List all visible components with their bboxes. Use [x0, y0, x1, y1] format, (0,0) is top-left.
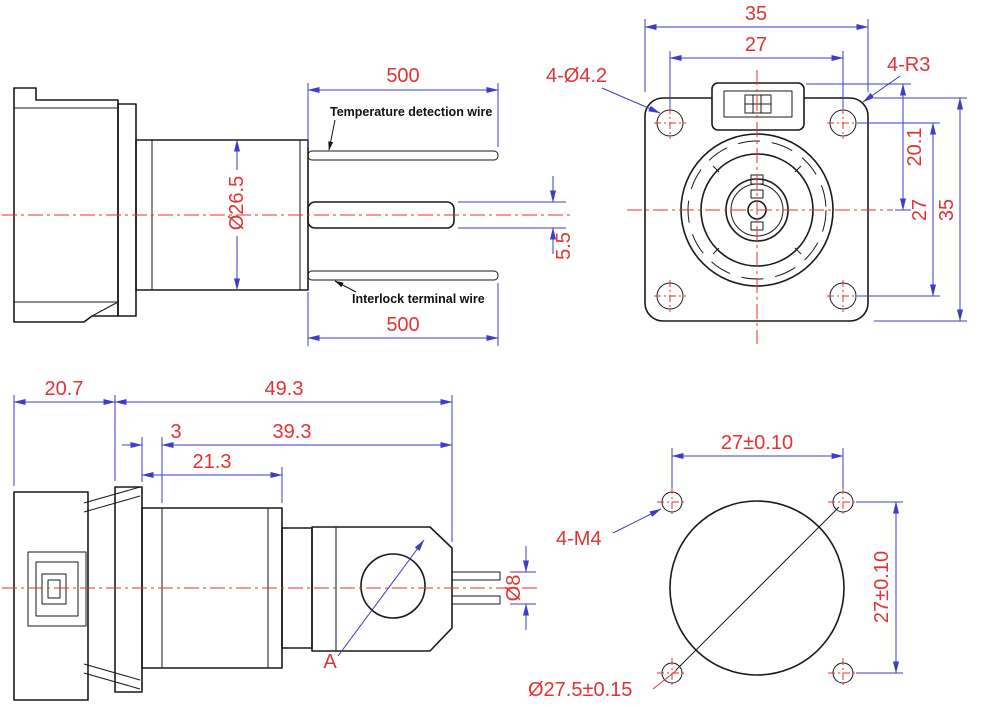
section-label-text: A	[323, 651, 337, 673]
dim-barrel-length: 39.3	[161, 421, 453, 448]
dim-text: 500	[386, 314, 419, 336]
dim-text: Ø8	[503, 575, 525, 602]
dim-text: 27±0.10	[721, 432, 793, 454]
dim-text: 49.3	[265, 378, 304, 400]
dim-wire-length-top: 500	[307, 65, 499, 147]
flange-side	[117, 103, 137, 317]
dim-text: 39.3	[273, 421, 312, 443]
label-text: Interlock terminal wire	[352, 292, 485, 306]
view-side-bottom: 20.7 49.3 3 39.3 21.3 Ø8	[2, 378, 540, 701]
housing-outline	[13, 491, 89, 701]
dim-text: 500	[386, 65, 419, 87]
dim-text: 35	[936, 199, 958, 221]
wire	[451, 595, 501, 605]
terminal-cavity	[27, 551, 87, 627]
dim-hole-spacing-vertical: 27	[857, 122, 940, 297]
dim-wire-diameter: Ø8	[503, 546, 536, 630]
dim-flange-width: 35	[644, 3, 869, 92]
interlock-wire	[307, 270, 499, 281]
dim-text: 21.3	[193, 451, 232, 473]
dim-hole-spacing-horizontal: 27	[669, 34, 844, 108]
dim-latch-to-center: 20.1	[806, 83, 926, 211]
dim-text: 27	[909, 199, 931, 221]
clamp-hole	[360, 553, 426, 619]
dim-wire-length-bottom: 500	[307, 283, 499, 346]
view-front: 35 27 4-Ø4.2 4-R3 20.1 27	[546, 3, 967, 344]
label-temperature-wire: Temperature detection wire	[328, 105, 492, 151]
view-side-top: 500 Ø26.5 5.5 500 Temperature detection …	[2, 65, 575, 346]
dim-hole-spacing-horizontal: 27±0.10	[671, 432, 844, 488]
housing-outline	[13, 87, 119, 323]
label-interlock-wire: Interlock terminal wire	[334, 280, 485, 306]
cutout-circle	[669, 500, 845, 676]
dim-text: 27±0.10	[871, 551, 893, 623]
wire	[451, 571, 501, 581]
dim-tapped-holes: 4-M4	[556, 508, 662, 550]
dim-text: 4-R3	[887, 54, 930, 76]
centerlines	[657, 487, 858, 688]
dim-housing-depth: 20.7	[13, 378, 116, 486]
temperature-wire	[307, 150, 499, 161]
dim-pin-diameter: 5.5	[458, 176, 575, 260]
dim-collar-length: 21.3	[141, 451, 283, 503]
dim-text: 20.7	[45, 378, 84, 400]
flange-side	[114, 486, 143, 693]
dim-corner-radius: 4-R3	[862, 54, 930, 103]
latch-arms	[83, 486, 141, 690]
dim-front-length: 49.3	[114, 378, 453, 542]
dim-text: Ø27.5±0.15	[528, 679, 632, 701]
dim-text: 4-Ø4.2	[546, 65, 607, 87]
part-geometry	[661, 491, 854, 684]
dim-flange-height: 35	[874, 97, 967, 322]
dim-cutout-diameter: Ø27.5±0.15	[528, 669, 678, 701]
diameter-line	[675, 506, 840, 671]
label-text: Temperature detection wire	[330, 105, 492, 119]
dim-flange-thickness: 3	[122, 421, 182, 503]
cable-clamp-block	[311, 526, 453, 652]
dim-text: 4-M4	[556, 528, 602, 550]
dim-text: 27	[745, 34, 767, 56]
dim-text: 35	[745, 3, 767, 25]
dim-text: 20.1	[904, 128, 926, 167]
dim-hole-spacing-vertical: 27±0.10	[856, 501, 903, 674]
dim-body-diameter: Ø26.5	[226, 139, 248, 291]
section-marker-a: A	[323, 539, 425, 673]
latch-details	[723, 90, 793, 118]
view-panel-cutout: 27±0.10 27±0.10 4-M4 Ø27.5±0.15	[528, 432, 903, 701]
part-geometry	[13, 486, 501, 701]
dim-text: Ø26.5	[226, 176, 248, 230]
centerlines	[627, 70, 893, 344]
latch-tab	[711, 82, 805, 131]
part-geometry	[13, 87, 499, 323]
dim-text: 3	[170, 421, 181, 443]
dim-text: 5.5	[553, 232, 575, 260]
dim-mounting-holes: 4-Ø4.2	[546, 65, 661, 114]
